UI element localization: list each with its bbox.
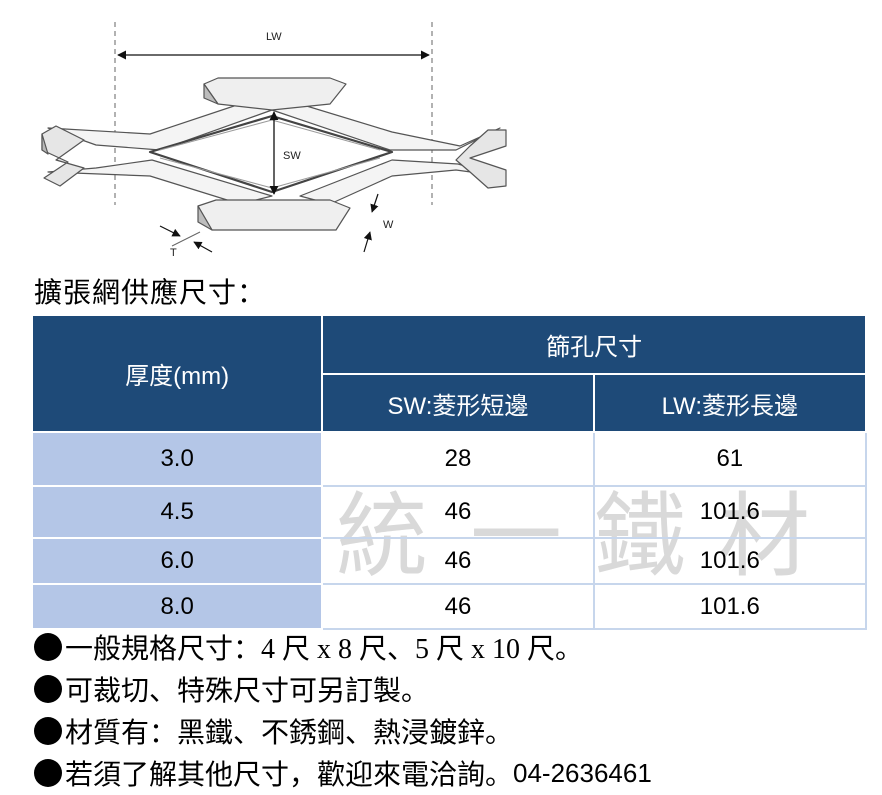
t-extension [171,231,201,247]
lw-cell: 101.6 [592,485,868,539]
list-item: 材質有：黑鐵、不銹鋼、熱浸鍍鋅。 [34,710,874,752]
w-arrow-bottom [363,231,372,253]
t-arrow-right [193,241,213,253]
sw-cell: 46 [321,583,595,630]
t-label: T [170,247,177,259]
thickness-header: 厚度(mm) [30,314,324,433]
bullet-icon [34,675,62,703]
mesh-diagram: LW SW W T [41,22,507,259]
lw-cell: 61 [592,431,868,487]
table-row: 3.0 28 61 [30,431,868,487]
w-arrow-top [370,193,379,213]
bullet-icon [34,633,62,661]
note-text: 一般規格尺寸：4 尺 x 8 尺、5 尺 x 10 尺。 [65,634,584,665]
table-row: 8.0 46 101.6 [30,583,868,630]
list-item: 若須了解其他尺寸，歡迎來電洽詢。 04-2636461 [34,752,874,794]
notes-list: 一般規格尺寸：4 尺 x 8 尺、5 尺 x 10 尺。 可裁切、特殊尺寸可另訂… [34,626,874,794]
note-text: 若須了解其他尺寸，歡迎來電洽詢。 [65,760,514,791]
lw-cell: 101.6 [592,583,868,630]
lw-label: LW [266,31,282,43]
sw-cell: 28 [321,431,595,487]
thickness-cell: 3.0 [30,431,324,487]
sw-cell: 46 [321,537,595,585]
table-row: 4.5 46 101.6 [30,485,868,539]
mesh-strands [41,77,507,231]
t-arrow-left [159,225,181,237]
bullet-icon [34,717,62,745]
spec-table: 厚度(mm) 篩孔尺寸 SW:菱形短邊 LW:菱形長邊 3.0 28 61 4.… [30,314,868,630]
thickness-cell: 8.0 [30,583,324,630]
hole-size-header: 篩孔尺寸 [321,314,867,375]
bullet-icon [34,759,62,787]
lw-header: LW:菱形長邊 [592,373,868,433]
lw-cell: 101.6 [592,537,868,585]
list-item: 一般規格尺寸：4 尺 x 8 尺、5 尺 x 10 尺。 [34,626,874,668]
sw-header: SW:菱形短邊 [321,373,595,433]
w-label: W [383,219,394,231]
sw-label: SW [283,150,301,162]
sw-cell: 46 [321,485,595,539]
thickness-cell: 6.0 [30,537,324,585]
list-item: 可裁切、特殊尺寸可另訂製。 [34,668,874,710]
note-text: 材質有：黑鐵、不銹鋼、熱浸鍍鋅。 [65,718,514,749]
thickness-cell: 4.5 [30,485,324,539]
table-row: 6.0 46 101.6 [30,537,868,585]
phone-number: 04-2636461 [513,757,652,788]
note-text: 可裁切、特殊尺寸可另訂製。 [65,676,430,707]
section-heading: 擴張網供應尺寸： [34,278,267,309]
